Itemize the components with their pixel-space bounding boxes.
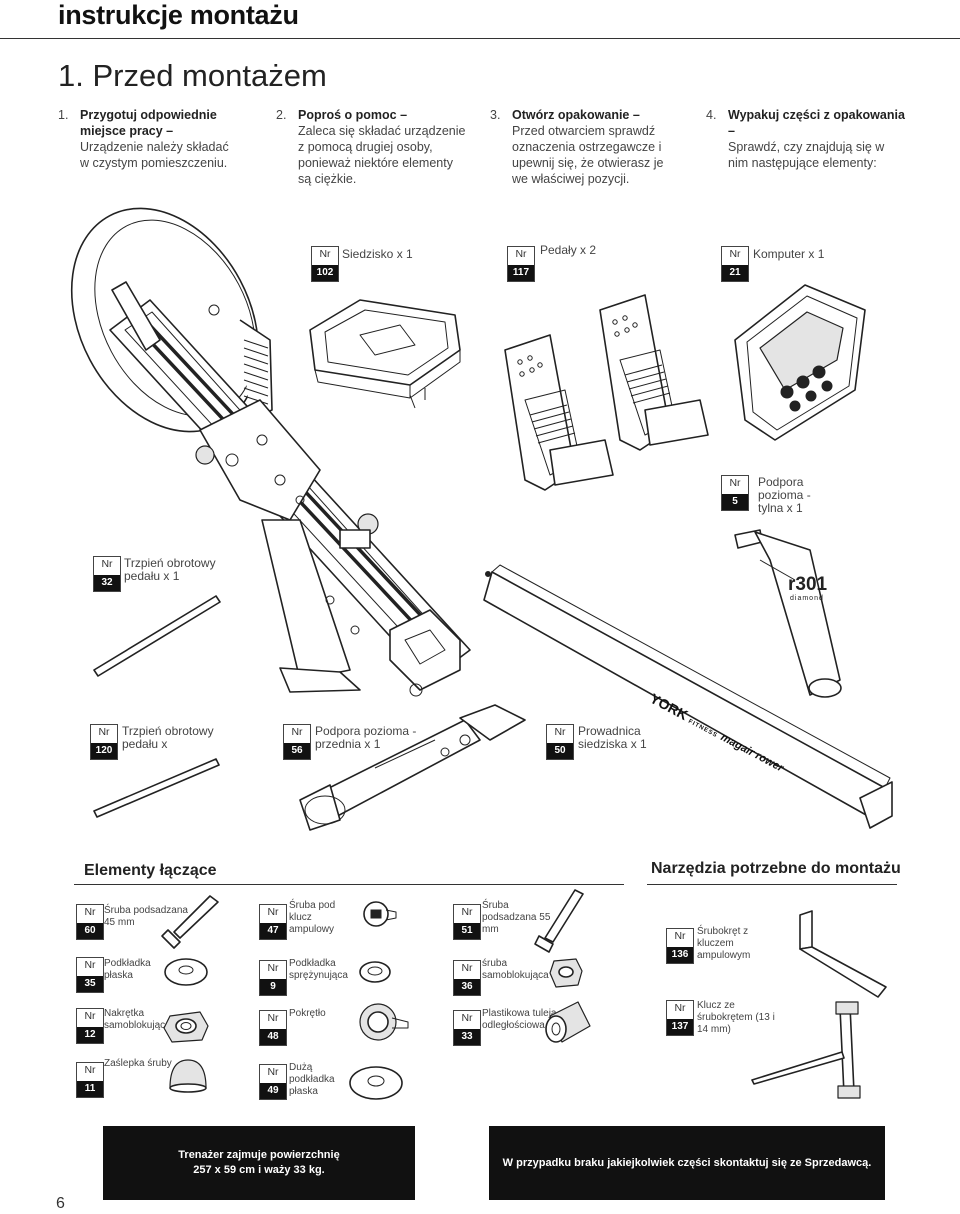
connectors-heading: Elementy łączące — [84, 862, 217, 879]
front-support-illustration — [299, 704, 526, 831]
part-60-label: Śruba podsadzana 45 mm — [104, 905, 188, 928]
bolt-51-icon — [534, 889, 584, 953]
part-49-label: Dużą podkładka płaska — [289, 1062, 335, 1097]
tools-rule — [647, 884, 897, 885]
part-12-label: Nakrętka samoblokująca — [104, 1008, 171, 1031]
title-rule — [0, 38, 960, 39]
part-48-label: Pokrętło — [289, 1008, 326, 1019]
part-102-label: Siedzisko x 1 — [342, 247, 413, 261]
bolt-60-icon — [161, 895, 219, 949]
screw-cap-11-icon — [169, 1059, 207, 1093]
part-56-label: Podpora pozioma - przednia x 1 — [315, 724, 417, 751]
step-4: 4. Wypakuj części z opakowania –Sprawdź,… — [706, 108, 905, 170]
part-51-label: Śruba podsadzana 55 mm — [482, 900, 551, 935]
page-number: 6 — [56, 1195, 65, 1212]
hex-key-screwdriver-icon — [799, 910, 887, 998]
step-2: 2. Poproś o pomoc –Zaleca się składać ur… — [276, 108, 466, 186]
washer-35-icon — [164, 958, 208, 986]
seat-rail-illustration — [483, 564, 893, 829]
part-33-label: Plastikowa tuleja odległościowa — [482, 1008, 557, 1031]
r301-brand: r301 — [788, 574, 828, 595]
part-35-label: Podkładka płaska — [104, 958, 151, 981]
part-117-label: Pedały x 2 — [540, 243, 597, 257]
spring-washer-9-icon — [359, 961, 391, 983]
rod-120-illustration — [93, 758, 220, 818]
part-5-label: Podpora pozioma - tylna x 1 — [758, 475, 811, 515]
page-title: instrukcje montażu — [58, 0, 299, 30]
knob-48-icon — [359, 1003, 409, 1041]
part-50-label: Prowadnica siedziska x 1 — [578, 724, 647, 751]
tool-136-label: Śrubokręt z kluczem ampulowym — [697, 926, 751, 961]
step-1: 1. Przygotuj odpowiednie miejsce pracy –… — [58, 108, 229, 170]
nut-12-icon — [163, 1011, 209, 1043]
bolt-47-icon — [363, 901, 397, 927]
tool-137-label: Klucz ze śrubokrętem (13 i 14 mm) — [697, 1000, 775, 1035]
tools-heading: Narzędzia potrzebne do montażu — [651, 860, 901, 877]
seat-illustration — [309, 299, 461, 409]
wrench-screwdriver-icon — [751, 1001, 861, 1099]
part-11-label: Zaślepka śruby — [104, 1058, 172, 1069]
diamond-brand: diamond — [790, 595, 824, 602]
section-heading: 1. Przed montażem — [58, 58, 327, 93]
pedals-illustration — [504, 294, 709, 491]
connectors-rule — [74, 884, 624, 885]
missing-parts-info-box: W przypadku braku jakiejkolwiek części s… — [489, 1126, 885, 1200]
dimensions-info-box: Trenażer zajmuje powierzchnię 257 x 59 c… — [103, 1126, 415, 1200]
large-washer-49-icon — [349, 1066, 403, 1100]
part-120-label: Trzpień obrotowy pedału x — [122, 724, 214, 751]
step-3: 3. Otwórz opakowanie –Przed otwarciem sp… — [490, 108, 664, 186]
part-21-label: Komputer x 1 — [753, 247, 825, 261]
rear-support-illustration — [734, 529, 842, 698]
part-36-label: śruba samoblokująca — [482, 958, 549, 981]
computer-console-illustration — [734, 284, 866, 441]
part-47-label: Śruba pod klucz ampulowy — [289, 900, 336, 935]
part-9-label: Podkładka sprężynująca — [289, 958, 348, 981]
locknut-36-icon — [549, 958, 583, 988]
rod-32-illustration — [93, 595, 221, 677]
spacer-33-icon — [545, 1001, 591, 1043]
part-32-label: Trzpień obrotowy pedału x 1 — [124, 556, 216, 583]
